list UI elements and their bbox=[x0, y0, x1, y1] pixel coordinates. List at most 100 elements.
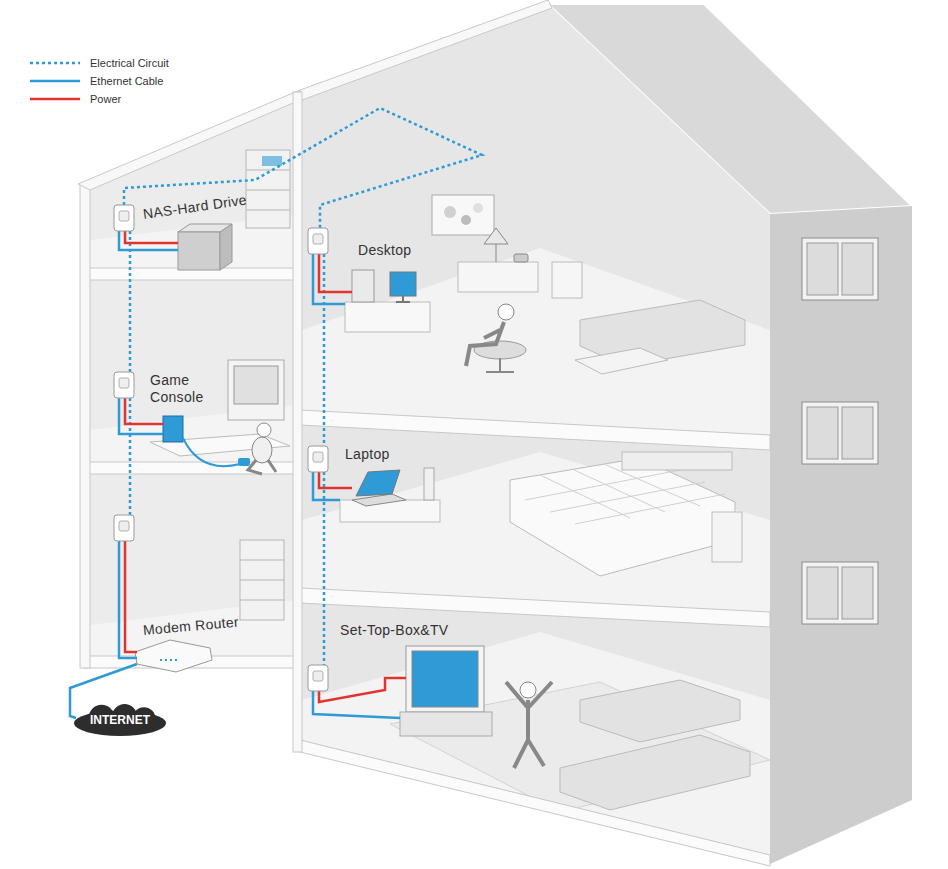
legend-text: Ethernet Cable bbox=[90, 74, 163, 88]
sofa bbox=[580, 680, 740, 742]
adapter-plug bbox=[313, 452, 323, 462]
powerline-adapter bbox=[114, 515, 134, 541]
powerline-adapter bbox=[114, 205, 134, 231]
window-pane bbox=[842, 567, 873, 619]
shelf bbox=[246, 150, 290, 228]
legend-sample bbox=[30, 62, 80, 65]
headboard bbox=[622, 452, 732, 470]
window-pane bbox=[807, 567, 838, 619]
power-cable bbox=[125, 541, 137, 652]
person-body bbox=[506, 682, 552, 768]
device-label: Laptop bbox=[345, 446, 390, 462]
power-cable bbox=[125, 231, 178, 243]
desk bbox=[458, 262, 538, 292]
person-body bbox=[466, 322, 504, 366]
legend-samples bbox=[30, 63, 80, 99]
outer-wall bbox=[80, 184, 90, 668]
cloud-text: INTERNET bbox=[90, 713, 150, 727]
device-label: Game Console bbox=[150, 372, 212, 406]
floor-slab bbox=[300, 410, 770, 450]
floor bbox=[302, 632, 770, 855]
legend-text: Electrical Circuit bbox=[90, 56, 169, 70]
electrical-circuit bbox=[124, 108, 482, 228]
adapter-plug bbox=[119, 378, 129, 388]
drawer bbox=[552, 262, 582, 298]
coffee-table bbox=[575, 348, 668, 374]
powerline-adapter bbox=[308, 665, 328, 691]
adapter-body bbox=[114, 515, 134, 541]
cabinet bbox=[712, 512, 742, 562]
window-frame bbox=[802, 238, 878, 300]
shelf-item bbox=[262, 156, 282, 166]
person-body bbox=[252, 437, 272, 463]
legend-text: Power bbox=[90, 92, 121, 106]
ethernet-cable bbox=[119, 541, 137, 658]
window-pane bbox=[842, 243, 873, 295]
nas-drive bbox=[178, 232, 220, 270]
adapter-body bbox=[308, 665, 328, 691]
person-head bbox=[520, 682, 536, 698]
tv-frame bbox=[406, 646, 484, 712]
adapter-plug bbox=[313, 671, 323, 681]
adapter-plug bbox=[313, 234, 323, 244]
person-head bbox=[498, 304, 514, 320]
window bbox=[802, 562, 878, 624]
back-wall bbox=[300, 4, 770, 864]
powerline-adapter bbox=[114, 372, 134, 398]
cloud-node: INTERNET bbox=[74, 704, 166, 736]
bed bbox=[510, 458, 735, 576]
adapter-plug bbox=[119, 521, 129, 531]
window bbox=[802, 402, 878, 464]
nas-drive bbox=[220, 224, 232, 270]
picture-dot bbox=[461, 215, 471, 225]
floor-slab bbox=[300, 588, 770, 627]
laptop-screen bbox=[356, 470, 400, 496]
lamp bbox=[484, 228, 508, 262]
device-label: Desktop bbox=[358, 242, 411, 258]
adapter-body bbox=[114, 205, 134, 231]
floor bbox=[302, 248, 770, 435]
bed-quilt bbox=[525, 464, 725, 524]
tv-stand bbox=[400, 712, 492, 736]
lamp bbox=[424, 468, 434, 500]
roof-edge bbox=[300, 0, 552, 100]
monitor-stand bbox=[396, 296, 410, 302]
desk bbox=[340, 500, 440, 522]
window-frame bbox=[802, 402, 878, 464]
adapter-plug bbox=[119, 211, 129, 221]
person-head bbox=[257, 423, 271, 437]
controller bbox=[238, 458, 250, 466]
floor bbox=[302, 452, 770, 612]
bookcase bbox=[240, 540, 284, 620]
modem-router bbox=[135, 640, 212, 672]
bookcase-boards bbox=[240, 560, 284, 600]
sofa bbox=[560, 735, 750, 810]
back-wall bbox=[84, 96, 300, 668]
picture-dot bbox=[444, 206, 456, 218]
legend-sample bbox=[30, 80, 80, 83]
tv-screen bbox=[234, 366, 278, 404]
computer-tower bbox=[352, 270, 374, 302]
adapter-body bbox=[308, 446, 328, 472]
power-cable bbox=[319, 472, 352, 488]
tv-cabinet bbox=[228, 360, 284, 420]
controller-cable bbox=[183, 438, 240, 466]
router-lights bbox=[160, 659, 180, 661]
powerline-adapter bbox=[308, 228, 328, 254]
adapter-body bbox=[114, 372, 134, 398]
powerline-adapter bbox=[308, 446, 328, 472]
computer-desk bbox=[345, 302, 430, 332]
legend-sample bbox=[30, 98, 80, 101]
window-pane bbox=[807, 407, 838, 459]
tv-screen bbox=[412, 651, 478, 707]
window-pane bbox=[842, 407, 873, 459]
ethernet-cable bbox=[313, 472, 340, 500]
picture-dot bbox=[473, 203, 483, 213]
shelf-boards bbox=[246, 170, 290, 210]
adapter-body bbox=[308, 228, 328, 254]
phone bbox=[514, 254, 528, 262]
device-label: Set-Top-Box&TV bbox=[340, 622, 448, 638]
power-cable bbox=[319, 254, 352, 292]
monitor bbox=[390, 272, 416, 296]
